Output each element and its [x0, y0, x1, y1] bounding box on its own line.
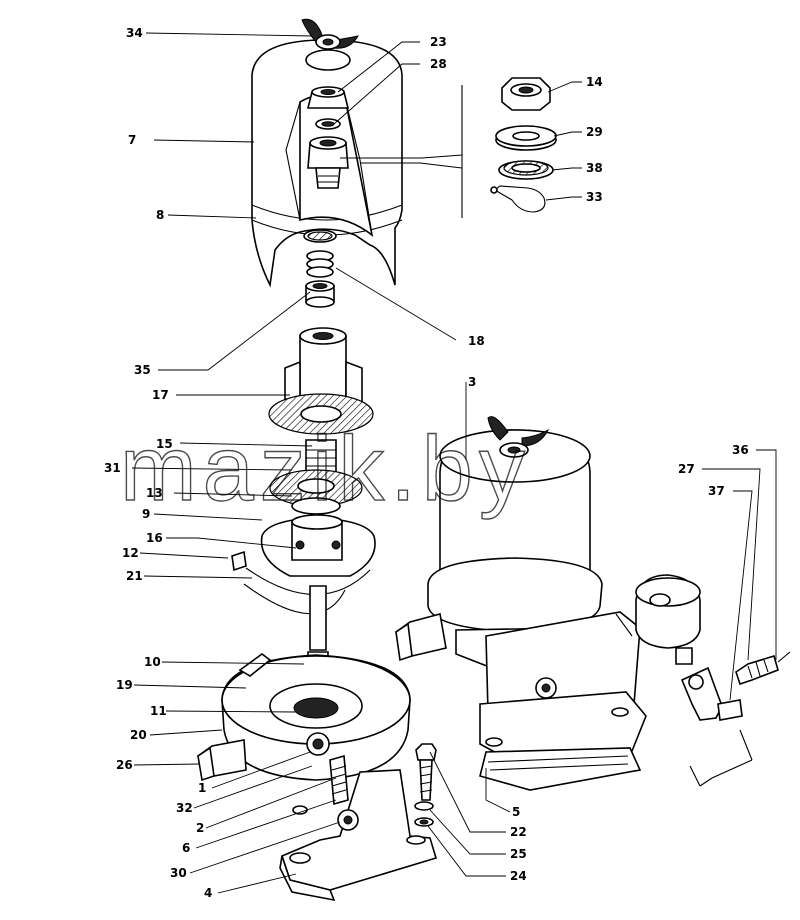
- callout-24: 24: [510, 869, 527, 883]
- callout-3: 3: [468, 375, 476, 389]
- callout-20: 20: [130, 728, 147, 742]
- callout-38: 38: [586, 161, 603, 175]
- bolt-washer-set: [414, 743, 437, 827]
- spring-seal-stack: [303, 229, 337, 308]
- callout-17: 17: [152, 388, 169, 402]
- arrow-mark: [615, 613, 633, 637]
- callout-29: 29: [586, 125, 603, 139]
- callout-labels: 34 23 28 7 8 14 29 38 33 18 35 17 3 15 3…: [104, 26, 749, 900]
- callout-28: 28: [430, 57, 447, 71]
- callout-25: 25: [510, 847, 527, 861]
- callout-32: 32: [176, 801, 193, 815]
- callout-37: 37: [708, 484, 725, 498]
- callout-22: 22: [510, 825, 527, 839]
- callout-11: 11: [150, 704, 167, 718]
- callout-12: 12: [122, 546, 139, 560]
- callout-10: 10: [144, 655, 161, 669]
- leader-lines: [131, 32, 777, 894]
- mounting-bracket: [279, 754, 437, 902]
- callout-5: 5: [512, 805, 520, 819]
- valve-fitting-group: [635, 574, 791, 787]
- callout-16: 16: [146, 531, 163, 545]
- callout-35: 35: [134, 363, 151, 377]
- callout-27: 27: [678, 462, 695, 476]
- rotor-assembly: [231, 327, 376, 691]
- filter-cap-cutaway: [251, 18, 403, 288]
- callout-23: 23: [430, 35, 447, 49]
- exploded-nut-washer-group: [340, 77, 557, 218]
- callout-36: 36: [732, 443, 749, 457]
- callout-26: 26: [116, 758, 133, 772]
- callout-33: 33: [586, 190, 603, 204]
- callout-15: 15: [156, 437, 173, 451]
- callout-7: 7: [128, 133, 136, 147]
- callout-13: 13: [146, 486, 163, 500]
- callout-21: 21: [126, 569, 143, 583]
- callout-31: 31: [104, 461, 121, 475]
- callout-8: 8: [156, 208, 164, 222]
- assembled-filter-unit: [394, 416, 647, 791]
- callout-34: 34: [126, 26, 143, 40]
- callout-9: 9: [142, 507, 150, 521]
- callout-1: 1: [198, 781, 206, 795]
- callout-14: 14: [586, 75, 603, 89]
- callout-19: 19: [116, 678, 133, 692]
- base-bowl-housing: [196, 653, 411, 782]
- callout-4: 4: [204, 886, 212, 900]
- callout-6: 6: [182, 841, 190, 855]
- callout-2: 2: [196, 821, 204, 835]
- callout-18: 18: [468, 334, 485, 348]
- callout-30: 30: [170, 866, 187, 880]
